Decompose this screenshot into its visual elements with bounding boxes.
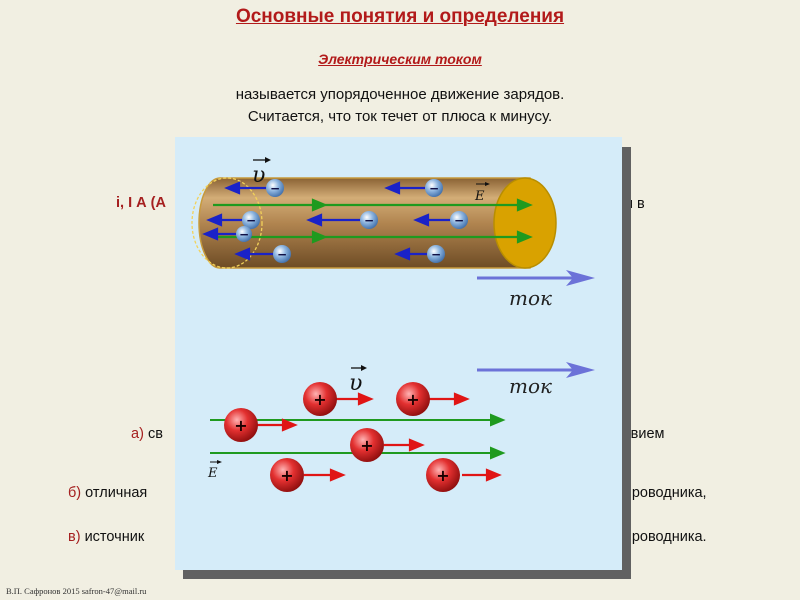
svg-text:−: −: [270, 182, 280, 196]
definition-line-1: называется упорядоченное движение зарядо…: [0, 86, 800, 103]
svg-text:+: +: [280, 466, 293, 485]
svg-text:−: −: [239, 228, 249, 242]
svg-text:−: −: [429, 182, 439, 196]
figure-panel: − − − − − − − − υ E ток: [175, 137, 622, 570]
item-b-right: проводника,: [624, 485, 707, 501]
field-label-bottom: E: [207, 460, 222, 481]
svg-text:+: +: [406, 390, 419, 409]
svg-text:ток: ток: [509, 374, 552, 398]
svg-text:−: −: [431, 248, 441, 262]
svg-text:+: +: [313, 390, 326, 409]
item-a-left: а) св: [131, 426, 163, 442]
svg-text:−: −: [364, 214, 374, 228]
page-title: Основные понятия и определения: [0, 6, 800, 28]
svg-text:+: +: [436, 466, 449, 485]
units-fragment-left: i, I А (А: [116, 195, 166, 211]
svg-text:−: −: [454, 214, 464, 228]
svg-text:−: −: [277, 248, 287, 262]
svg-text:υ: υ: [252, 163, 265, 188]
item-c-right: проводника.: [624, 529, 707, 545]
svg-text:E: E: [474, 189, 485, 204]
definition-line-2: Считается, что ток течет от плюса к мину…: [0, 108, 800, 125]
velocity-label-bottom: υ: [349, 365, 367, 396]
item-c-left: в) источник: [68, 529, 144, 545]
svg-text:+: +: [360, 436, 373, 455]
definition-term: Электрическим током: [0, 51, 800, 67]
current-illustration: − − − − − − − − υ E ток: [175, 137, 622, 570]
item-b-left: б) отличная: [68, 485, 147, 501]
svg-text:+: +: [234, 416, 247, 435]
current-arrow-1: ток: [477, 270, 595, 310]
conductor-cross-section: [494, 178, 556, 268]
svg-text:−: −: [246, 214, 256, 228]
author-credit: В.П. Сафронов 2015 safron-47@mail.ru: [6, 586, 146, 596]
positive-charges: + + + + + +: [224, 382, 499, 492]
svg-text:ток: ток: [509, 286, 552, 310]
svg-text:υ: υ: [349, 371, 362, 396]
current-arrow-2: ток: [477, 362, 595, 398]
svg-text:E: E: [207, 466, 218, 481]
